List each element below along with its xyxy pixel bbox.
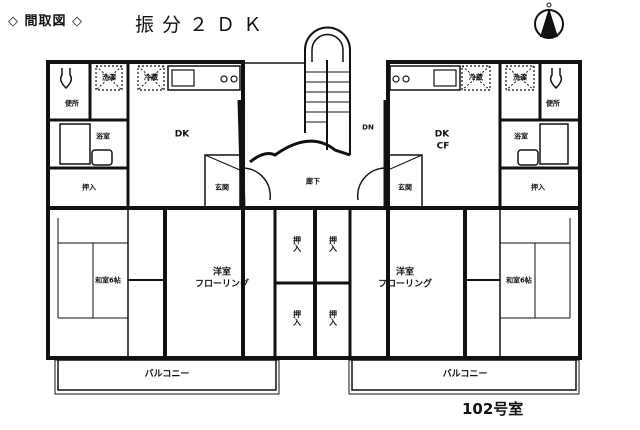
left-washer-label: 洗濯 — [102, 73, 116, 82]
stairs-down-label: DN — [362, 123, 374, 132]
right-bath-label: 浴室 — [514, 132, 528, 141]
left-toilet-label: 便所 — [65, 99, 79, 108]
left-fridge-label: 冷蔵 — [144, 73, 158, 82]
right-toilet-label: 便所 — [546, 99, 560, 108]
left-dk-label: DK — [174, 129, 190, 140]
left-bath-label: 浴室 — [96, 132, 110, 141]
left-washitsu-label: 和室6帖 — [95, 276, 121, 285]
center-closet-2-label: 押入 — [328, 236, 338, 252]
center-closet-1-label: 押入 — [292, 236, 302, 252]
right-balcony-label: バルコニー — [442, 369, 488, 380]
right-fridge-label: 冷蔵 — [469, 73, 483, 82]
left-closet-label: 押入 — [82, 183, 96, 192]
right-closet-label: 押入 — [531, 183, 545, 192]
left-entrance-label: 玄関 — [215, 183, 229, 192]
left-yoshitsu-label: 洋室 — [212, 267, 232, 278]
layout-type-title: 振分２ＤＫ — [135, 14, 271, 36]
center-closet-3-label: 押入 — [292, 310, 302, 326]
left-balcony-label: バルコニー — [144, 369, 190, 380]
right-yoshitsu-label: 洋室 — [395, 267, 415, 278]
right-washitsu-label: 和室6帖 — [506, 276, 532, 285]
unit-number: 102号室 — [462, 400, 524, 418]
plan-label: ◇ 間取図 ◇ — [8, 14, 84, 29]
right-washer-label: 洗濯 — [513, 73, 527, 82]
corridor-label: 廊下 — [306, 177, 320, 186]
right-entrance-label: 玄関 — [398, 183, 412, 192]
center-closet-4-label: 押入 — [328, 310, 338, 326]
right-flooring-label: フローリング — [377, 279, 433, 290]
right-cf-label: CF — [436, 141, 450, 152]
right-dk-label: DK — [434, 129, 450, 140]
left-flooring-label: フローリング — [194, 279, 250, 290]
north-arrow-icon — [534, 2, 564, 39]
